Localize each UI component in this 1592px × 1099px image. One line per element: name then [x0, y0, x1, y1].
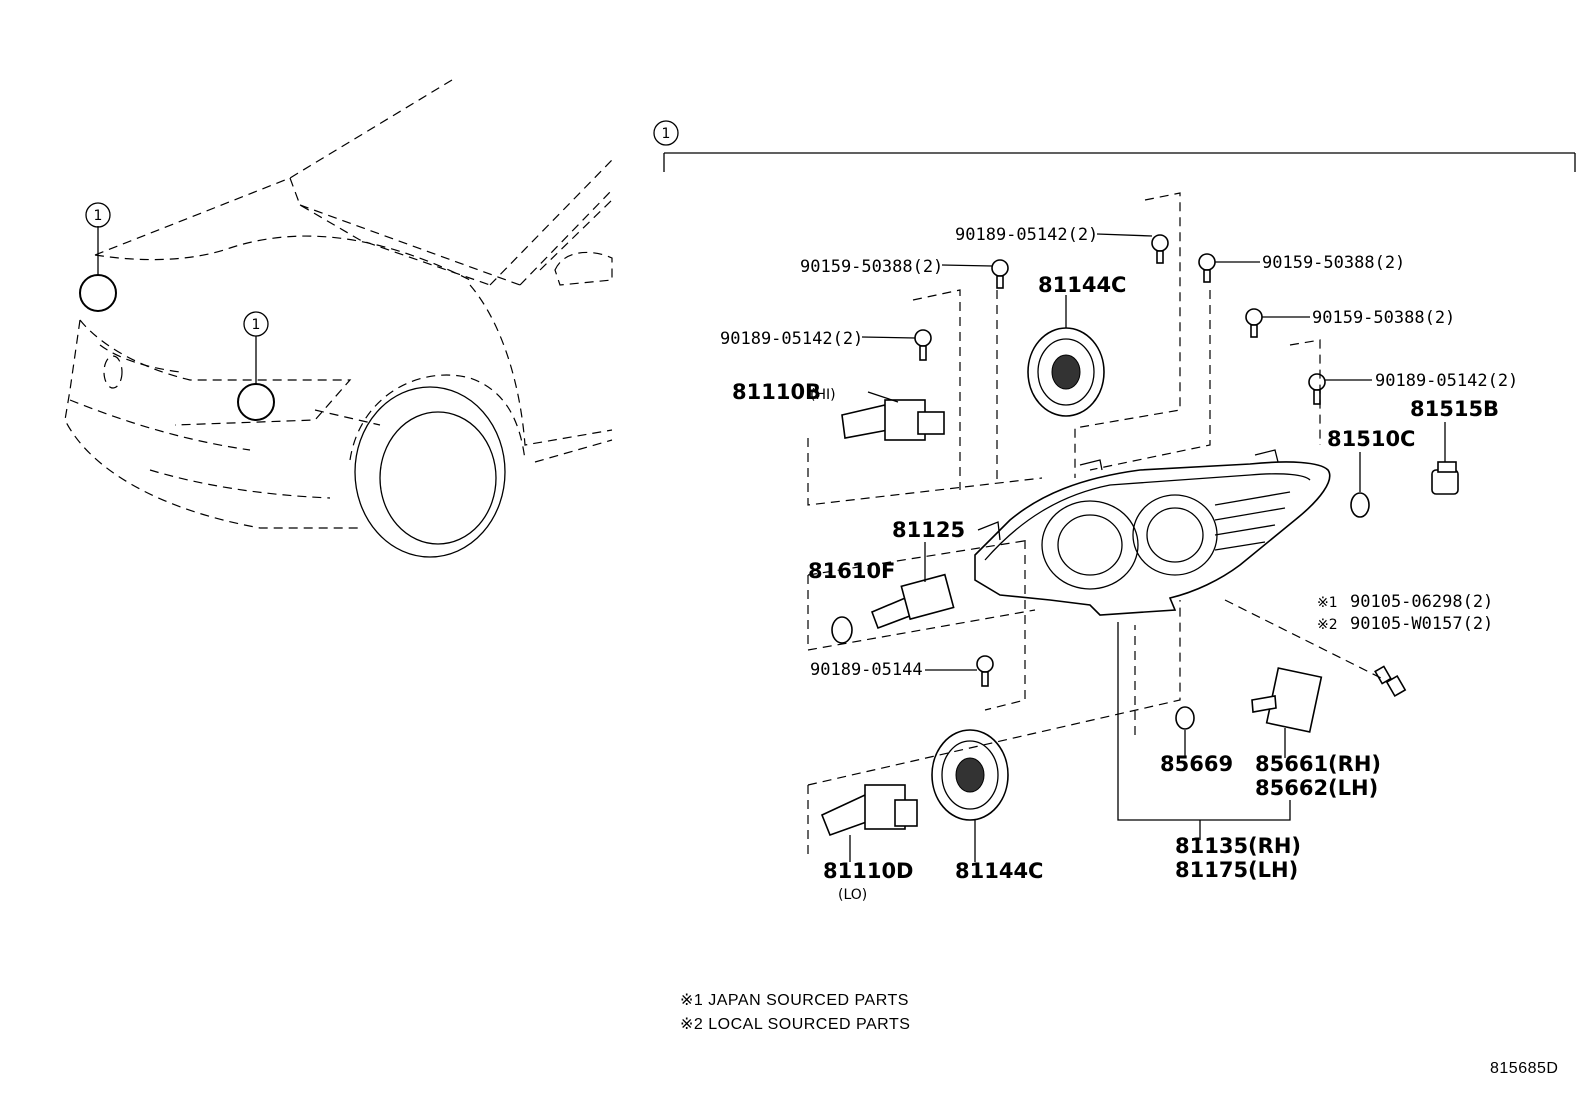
clip-icon-right — [1308, 373, 1326, 405]
clip-icon-left — [914, 329, 932, 361]
clip-icon-bottom — [976, 655, 994, 687]
label-90159-50388-left: 90159-50388(2) — [800, 257, 943, 277]
car-front-illustration: 1 1 — [64, 79, 613, 558]
label-81110D: 81110D — [823, 859, 914, 883]
bulb-icon-lo — [820, 784, 918, 837]
label-90105-06298: 90105-06298(2) — [1350, 592, 1493, 612]
label-85669: 85669 — [1160, 752, 1233, 776]
socket-icon-81125 — [870, 573, 955, 630]
dust-cover-icon-top — [1027, 327, 1105, 417]
label-81610F: 81610F — [808, 559, 895, 583]
wedge-bulb-icon-81510C — [1350, 492, 1370, 518]
leveling-motor-icon — [1251, 667, 1323, 733]
screw-icon-mid — [1245, 308, 1263, 338]
headlamp-housing — [974, 449, 1331, 616]
screw-icon-top — [1151, 234, 1169, 264]
bulb-icon-hi — [841, 399, 945, 441]
callout-marker-left: 1 — [94, 208, 103, 224]
label-90189-05142-left: 90189-05142(2) — [720, 329, 863, 349]
label-90159-50388-mid: 90159-50388(2) — [1312, 308, 1455, 328]
callout-marker-center: 1 — [252, 317, 261, 333]
leader-lines — [849, 233, 1446, 862]
label-90189-05144: 90189-05144 — [810, 660, 923, 680]
screw-icon-right — [1198, 253, 1216, 283]
label-mark-1: ※1 — [1317, 595, 1338, 611]
label-85662: 85662(LH) — [1255, 776, 1378, 800]
label-mark-2: ※2 — [1317, 617, 1338, 633]
footnote-japan-sourced: ※1 JAPAN SOURCED PARTS — [680, 992, 909, 1009]
bolt-icon-lower-right — [1374, 665, 1407, 698]
o-ring-icon-85669 — [1175, 706, 1195, 730]
screw-icon-left — [991, 259, 1009, 289]
label-81135: 81135(RH) — [1175, 834, 1301, 858]
dashed-guides — [807, 192, 1386, 855]
dust-cover-icon-bottom — [931, 729, 1009, 821]
label-81125: 81125 — [892, 518, 965, 542]
label-81144C-bottom: 81144C — [955, 859, 1043, 883]
label-90105-W0157: 90105-W0157(2) — [1350, 614, 1493, 634]
footnote-local-sourced: ※2 LOCAL SOURCED PARTS — [680, 1016, 910, 1033]
label-81110B-hi: (HI) — [810, 387, 836, 403]
label-90189-05142-top: 90189-05142(2) — [955, 225, 1098, 245]
label-85661: 85661(RH) — [1255, 752, 1381, 776]
label-90159-50388-right: 90159-50388(2) — [1262, 253, 1405, 273]
socket-icon-81515B — [1431, 461, 1459, 495]
assembly-callout-number: 1 — [662, 126, 671, 142]
assembly-bracket: 1 — [653, 120, 1576, 172]
label-81175: 81175(LH) — [1175, 858, 1298, 882]
label-81110B: 81110B — [732, 380, 821, 404]
wedge-bulb-icon-81610F — [831, 616, 853, 644]
label-81515B: 81515B — [1410, 397, 1499, 421]
label-81144C-top: 81144C — [1038, 273, 1126, 297]
label-81510C: 81510C — [1327, 427, 1415, 451]
diagram-id: 815685D — [1490, 1060, 1558, 1077]
label-81110D-lo: (LO) — [838, 887, 867, 903]
label-90189-05142-right: 90189-05142(2) — [1375, 371, 1518, 391]
